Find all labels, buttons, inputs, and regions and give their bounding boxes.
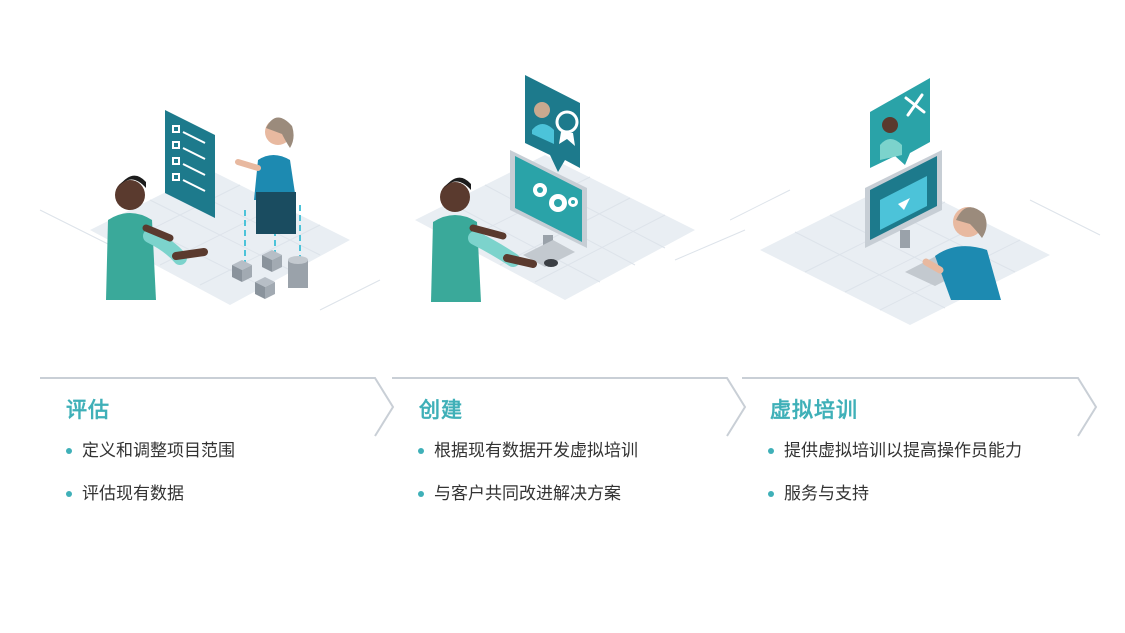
- stage-header-2: [392, 376, 747, 438]
- data-blocks: [232, 250, 308, 299]
- bullet-list-training: 提供虚拟培训以提高操作员能力 服务与支持: [766, 440, 1022, 526]
- man-figure: [431, 177, 537, 302]
- data-beams: [244, 200, 301, 265]
- woman-figure: [235, 117, 296, 234]
- assessment-scene-icon: [39, 110, 381, 311]
- checklist-board: [165, 110, 215, 218]
- man-figure: [106, 175, 208, 300]
- list-item: 提供虚拟培训以提高操作员能力: [766, 440, 1022, 483]
- assessment-illustration: [20, 60, 395, 360]
- list-item: 服务与支持: [766, 483, 1022, 526]
- play-icon: [898, 198, 910, 210]
- list-item: 定义和调整项目范围: [64, 440, 235, 483]
- tools-icon: [904, 93, 926, 117]
- award-icon: [555, 110, 579, 134]
- stage-header-3: [742, 376, 1098, 438]
- bullet-dot-icon: [768, 491, 774, 497]
- creation-illustration: [375, 60, 750, 360]
- training-scene-icon: [730, 78, 1101, 325]
- support-panel: [870, 78, 930, 168]
- stage-header-1: [40, 376, 395, 438]
- monitor: [510, 150, 587, 267]
- bullet-dot-icon: [418, 491, 424, 497]
- list-item: 与客户共同改进解决方案: [416, 483, 638, 526]
- floor-tile: [90, 170, 350, 305]
- bullet-dot-icon: [418, 448, 424, 454]
- stage-title-training: 虚拟培训: [770, 398, 858, 422]
- list-item: 根据现有数据开发虚拟培训: [416, 440, 638, 483]
- avatar-badge-panel: [525, 75, 580, 172]
- stage-title-create: 创建: [419, 398, 463, 422]
- bullet-dot-icon: [66, 491, 72, 497]
- list-item: 评估现有数据: [64, 483, 235, 526]
- training-illustration: [730, 60, 1105, 360]
- woman-figure: [922, 207, 1001, 300]
- checklist-icon: [172, 125, 206, 192]
- chevron-arrow-icon: [742, 377, 1098, 437]
- bullet-list-create: 根据现有数据开发虚拟培训 与客户共同改进解决方案: [416, 440, 638, 526]
- mouse-icon: [544, 259, 558, 267]
- stage-title-assess: 评估: [66, 398, 110, 422]
- bullet-dot-icon: [768, 448, 774, 454]
- bullet-dot-icon: [66, 448, 72, 454]
- chevron-arrow-icon: [40, 377, 395, 437]
- monitor: [865, 150, 942, 248]
- chevron-arrow-icon: [392, 377, 747, 437]
- bullet-list-assess: 定义和调整项目范围 评估现有数据: [64, 440, 235, 526]
- creation-scene-icon: [415, 75, 746, 302]
